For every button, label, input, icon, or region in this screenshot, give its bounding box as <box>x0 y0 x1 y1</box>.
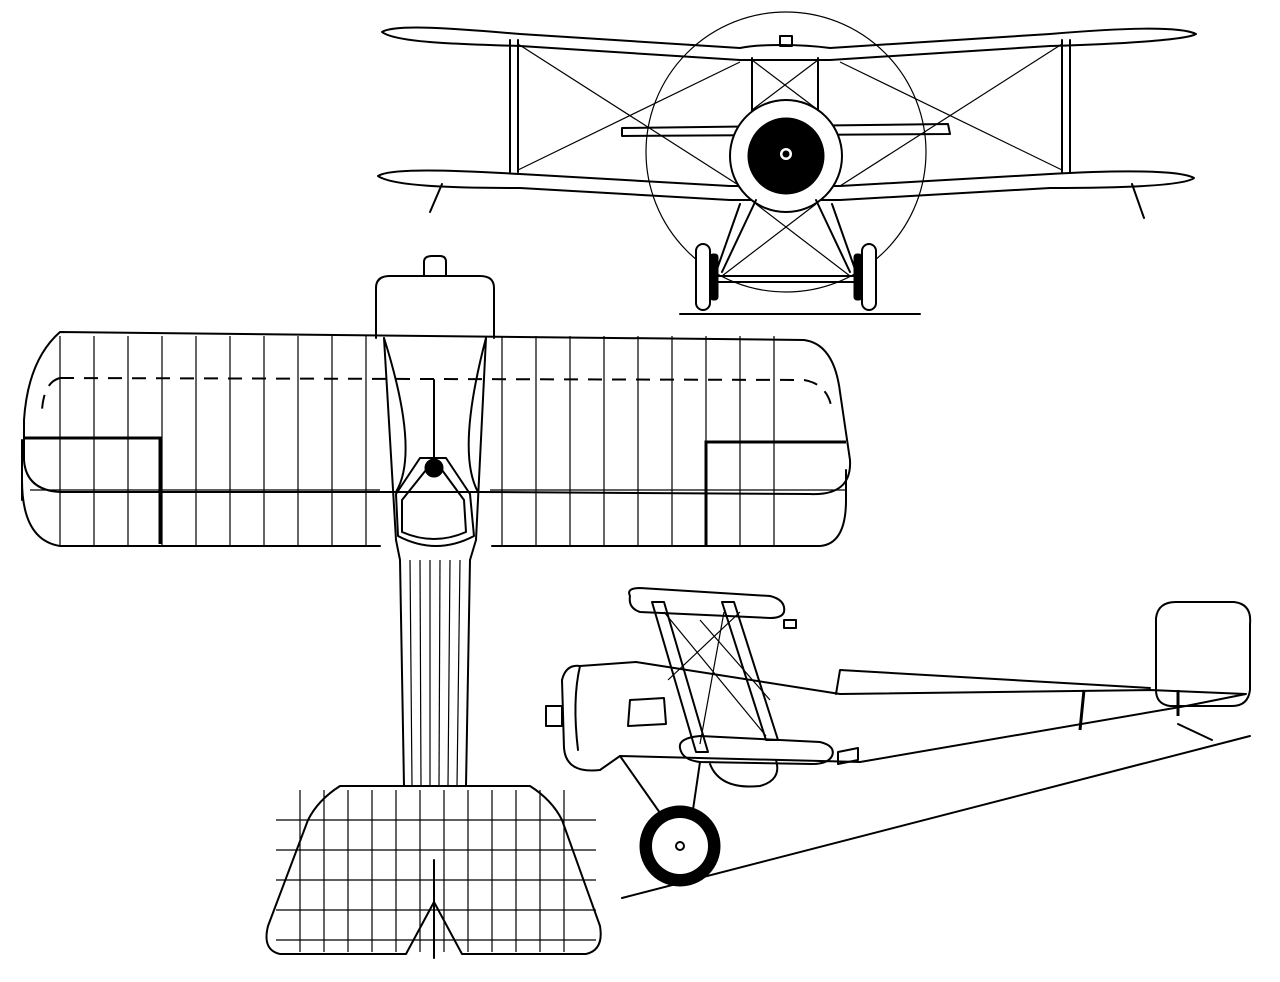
left-wheel-hub <box>709 253 719 301</box>
side-prop-hub <box>545 705 563 727</box>
fuselage-stringer <box>438 559 441 787</box>
side-wing-root <box>837 747 859 765</box>
side-brace <box>699 611 725 745</box>
top-spinner <box>423 255 447 277</box>
side-fin-rudder <box>1155 601 1252 707</box>
side-wheel-hub <box>675 841 685 851</box>
front-lower-wing <box>377 169 1195 201</box>
bracing-wire <box>839 43 1063 187</box>
wing-spar-dashed <box>59 377 833 411</box>
undercarriage-leg <box>721 199 757 273</box>
side-fuselage <box>561 661 1247 772</box>
wing-ribs <box>30 336 846 546</box>
side-tail-skid-foot <box>1177 723 1213 741</box>
fuselage-stringer <box>456 559 461 787</box>
side-rear-strut <box>721 601 779 741</box>
side-lower-wing <box>678 735 834 765</box>
bracing-wire <box>517 43 741 187</box>
side-turtle-deck <box>835 669 1151 695</box>
top-engine-cowling <box>375 275 495 339</box>
side-uc-spring <box>709 759 779 788</box>
top-lower-wing <box>21 469 847 547</box>
top-tailplane <box>265 785 602 955</box>
cabane-wire <box>751 59 819 111</box>
fuselage-stringer <box>447 559 451 787</box>
bracing-wire <box>517 61 741 171</box>
front-gun <box>779 35 793 47</box>
cockpit <box>395 457 475 547</box>
left-wingtip-skid <box>429 183 443 213</box>
front-tailplane <box>621 123 951 137</box>
fuselage-stringers <box>409 559 461 787</box>
propeller-disc <box>645 11 927 293</box>
side-ground-line <box>621 735 1251 899</box>
side-tail-post <box>1078 689 1086 731</box>
top-view <box>21 255 852 959</box>
hub-center <box>782 150 790 158</box>
side-brace <box>663 611 767 737</box>
top-fuselage <box>383 337 487 787</box>
side-brace <box>699 619 771 701</box>
cockpit-inner <box>401 469 467 540</box>
fuselage-fairing <box>383 337 487 493</box>
undercarriage-leg <box>715 203 741 273</box>
side-front-strut <box>651 601 709 753</box>
top-upper-wing <box>23 331 852 496</box>
side-cowling-front <box>574 665 581 751</box>
side-view <box>545 587 1252 899</box>
front-view <box>377 11 1197 315</box>
tailplane-ribs <box>276 790 596 952</box>
undercarriage-leg <box>815 199 851 273</box>
side-wheel-inner <box>652 818 708 874</box>
side-gun <box>783 619 797 629</box>
undercarriage-leg <box>831 203 857 273</box>
bracing-wire <box>839 61 1063 171</box>
pilot-head <box>424 458 444 478</box>
axle-wire <box>721 203 817 277</box>
fuselage-stringer <box>419 559 422 787</box>
side-brace <box>667 611 741 681</box>
left-aileron <box>24 436 162 544</box>
left-wheel <box>695 243 711 311</box>
side-window <box>627 697 667 727</box>
right-wheel-hub <box>853 253 863 301</box>
axle-wire <box>755 203 851 277</box>
fuselage-stringer <box>409 559 413 787</box>
wing-spar-dashed-left <box>41 377 61 411</box>
right-wheel <box>861 243 877 311</box>
side-upper-wing <box>628 587 786 619</box>
front-upper-wing <box>381 26 1197 61</box>
right-wingtip-skid <box>1131 183 1145 219</box>
